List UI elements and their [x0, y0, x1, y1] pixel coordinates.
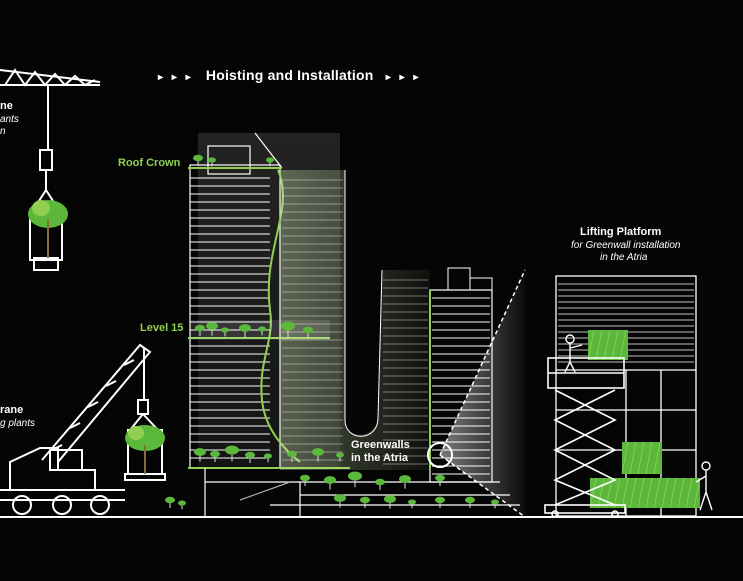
scissor-lift — [544, 357, 626, 518]
tower-crane-line2: n — [0, 126, 6, 137]
level-15-label: Level 15 — [140, 322, 184, 334]
tree-icon — [264, 453, 272, 463]
mobile-crane-line1: g plants — [0, 418, 36, 429]
tree-icon — [194, 448, 206, 462]
page-title: ▸ ▸ ▸ Hoisting and Installation ▸ ▸ ▸ — [158, 67, 421, 83]
tree-icon — [210, 450, 220, 462]
tree-icon — [435, 496, 445, 508]
tree-icon — [336, 452, 344, 462]
zoom-beam — [440, 270, 525, 517]
tree-icons — [165, 154, 499, 510]
tree-icon — [245, 451, 255, 463]
tree-icon — [435, 474, 445, 486]
tree-icon — [206, 322, 218, 336]
tree-icon — [300, 474, 310, 486]
tower-crane-tree-icon — [28, 200, 68, 258]
mobile-crane-heading: rane — [0, 404, 24, 416]
lifting-platform-line1: for Greenwall installation — [571, 240, 681, 251]
tree-icon — [266, 157, 274, 167]
atrium-void — [280, 170, 430, 470]
tree-icon — [165, 496, 175, 508]
tree-icon — [208, 157, 216, 167]
tree-icon — [312, 448, 324, 462]
mobile-crane — [0, 343, 166, 515]
tree-icon — [178, 500, 186, 510]
tree-icon — [334, 494, 346, 508]
tree-icon — [348, 471, 362, 488]
tree-icon — [491, 499, 499, 509]
greenwall-focus-circle — [427, 442, 453, 468]
mobile-crane-tree-icon — [125, 425, 165, 474]
tree-icon — [375, 478, 385, 490]
greenwall-curve — [260, 169, 301, 463]
tower-crane-line1: ants — [0, 114, 19, 125]
tower-crane-heading: ne — [0, 100, 13, 112]
arrows-left-icon: ▸ ▸ ▸ — [158, 72, 194, 83]
greenwalls-label-line2: in the Atria — [351, 452, 409, 464]
title-text: Hoisting and Installation — [205, 67, 374, 83]
tree-icon — [195, 324, 205, 336]
greenwall-panels — [587, 329, 701, 509]
tree-icon — [281, 321, 295, 338]
tree-icon — [465, 496, 475, 508]
roof-crown-label: Roof Crown — [118, 157, 181, 169]
lifting-platform-heading: Lifting Platform — [580, 226, 662, 238]
tree-icon — [384, 495, 396, 509]
tree-icon — [408, 499, 416, 509]
lifting-platform-line2: in the Atria — [600, 252, 648, 263]
worker-icon — [564, 334, 713, 511]
tree-icon — [303, 326, 313, 338]
tree-icon — [239, 324, 251, 338]
tree-icon — [221, 327, 229, 337]
tree-icon — [360, 496, 370, 508]
tower-crane — [0, 68, 101, 271]
podium — [204, 468, 520, 517]
tree-icon — [287, 450, 297, 462]
greenwalls-label-line1: Greenwalls — [351, 439, 410, 451]
tree-icon — [399, 475, 411, 489]
tree-icon — [225, 445, 239, 462]
tree-icon — [324, 476, 336, 490]
tree-icon — [258, 326, 266, 336]
arrows-right-icon: ▸ ▸ ▸ — [385, 72, 422, 83]
tree-icon — [193, 154, 203, 166]
